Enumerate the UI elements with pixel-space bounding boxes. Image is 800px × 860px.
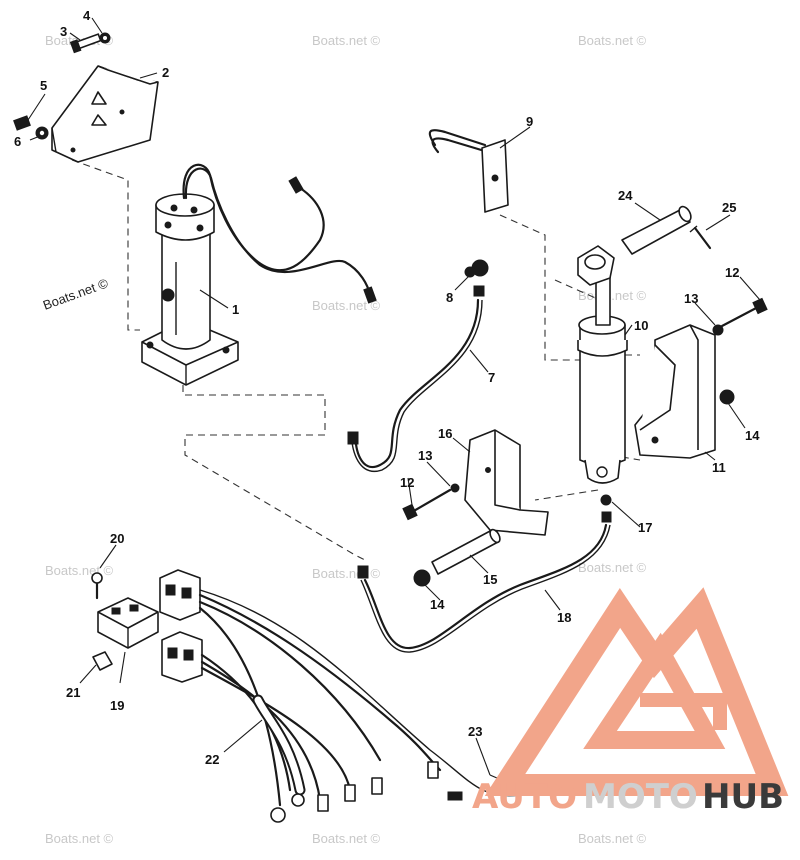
- relay-19: [97, 597, 159, 649]
- callout-12: 12: [725, 265, 739, 280]
- pin-24: [621, 205, 692, 255]
- callout-10: 10: [634, 318, 648, 333]
- mount-bracket-16: [464, 429, 549, 536]
- watermark-text: Boats.net ©: [578, 33, 647, 48]
- wire-harness-22: [159, 569, 521, 823]
- callout-4: 4: [83, 8, 91, 23]
- pump-wire-harness: [182, 163, 377, 304]
- watermark-text: Boats.net ©: [578, 288, 647, 303]
- callout-2: 2: [162, 65, 169, 80]
- pump-motor: [141, 193, 239, 386]
- brand-logo: [484, 587, 789, 796]
- callout-21: 21: [66, 685, 80, 700]
- callout-13-center: 13: [418, 448, 432, 463]
- fitting-17: [600, 494, 612, 523]
- bolt-12: [720, 297, 768, 328]
- callout-24: 24: [618, 188, 633, 203]
- screw-20: [91, 572, 103, 600]
- callout-15: 15: [483, 572, 497, 587]
- callout-19: 19: [110, 698, 124, 713]
- nut-4: [99, 32, 111, 44]
- watermark-text: Boats.net ©: [312, 831, 381, 846]
- brand-text-auto: AUTO: [472, 777, 577, 817]
- leader-lines: [27, 17, 761, 789]
- brand-text-moto: MOTO: [583, 777, 698, 817]
- watermark-text: Boats.net ©: [578, 831, 647, 846]
- elbow-fitting-8: [464, 259, 489, 297]
- watermark-text: Boats.net ©: [45, 831, 114, 846]
- callout-17: 17: [638, 520, 652, 535]
- bolt-3: [69, 33, 102, 54]
- callout-8: 8: [446, 290, 453, 305]
- callout-13: 13: [684, 291, 698, 306]
- watermark-text: Boats.net ©: [41, 275, 111, 313]
- bolt-12-center: [402, 488, 452, 521]
- callout-23: 23: [468, 724, 482, 739]
- watermark-text: Boats.net ©: [312, 33, 381, 48]
- hydraulic-line-7: [347, 298, 483, 473]
- trim-cylinder-10: [577, 245, 628, 484]
- nut-14: [719, 389, 735, 405]
- callout-12-center: 12: [400, 475, 414, 490]
- watermarks: Boats.net © Boats.net © Boats.net © Boat…: [41, 33, 647, 846]
- callout-5: 5: [40, 78, 47, 93]
- callout-11: 11: [712, 460, 726, 475]
- watermark-text: Boats.net ©: [312, 566, 381, 581]
- callout-numbers: 1 2 3 4 5 6 7 8 9 10 11 12 13 14 15 16 1…: [14, 8, 760, 767]
- callout-14: 14: [745, 428, 760, 443]
- brand-wordmark: AUTO MOTO HUB: [472, 777, 784, 817]
- callout-16: 16: [438, 426, 452, 441]
- watermark-text: Boats.net ©: [312, 298, 381, 313]
- watermark-text: Boats.net ©: [578, 560, 647, 575]
- callout-18: 18: [557, 610, 571, 625]
- washer-13-center: [450, 483, 460, 493]
- brand-text-hub: HUB: [702, 777, 784, 817]
- clip-21: [92, 651, 113, 671]
- callout-14-center: 14: [430, 597, 445, 612]
- callout-22: 22: [205, 752, 219, 767]
- callout-9: 9: [526, 114, 533, 129]
- pin-15: [431, 528, 501, 575]
- cotter-pin-25: [689, 225, 712, 250]
- mount-bracket: [51, 65, 159, 163]
- callout-20: 20: [110, 531, 124, 546]
- nut-14-center: [413, 569, 431, 587]
- callout-3: 3: [60, 24, 67, 39]
- mount-bracket-11: [634, 324, 716, 459]
- bolt-5: [13, 115, 31, 131]
- washer-13: [712, 324, 724, 336]
- hydraulic-line-18: [357, 523, 611, 653]
- callout-1: 1: [232, 302, 239, 317]
- callout-7: 7: [488, 370, 495, 385]
- callout-25: 25: [722, 200, 736, 215]
- callout-6: 6: [14, 134, 21, 149]
- clip-9: [428, 129, 509, 213]
- watermark-text: Boats.net ©: [45, 563, 114, 578]
